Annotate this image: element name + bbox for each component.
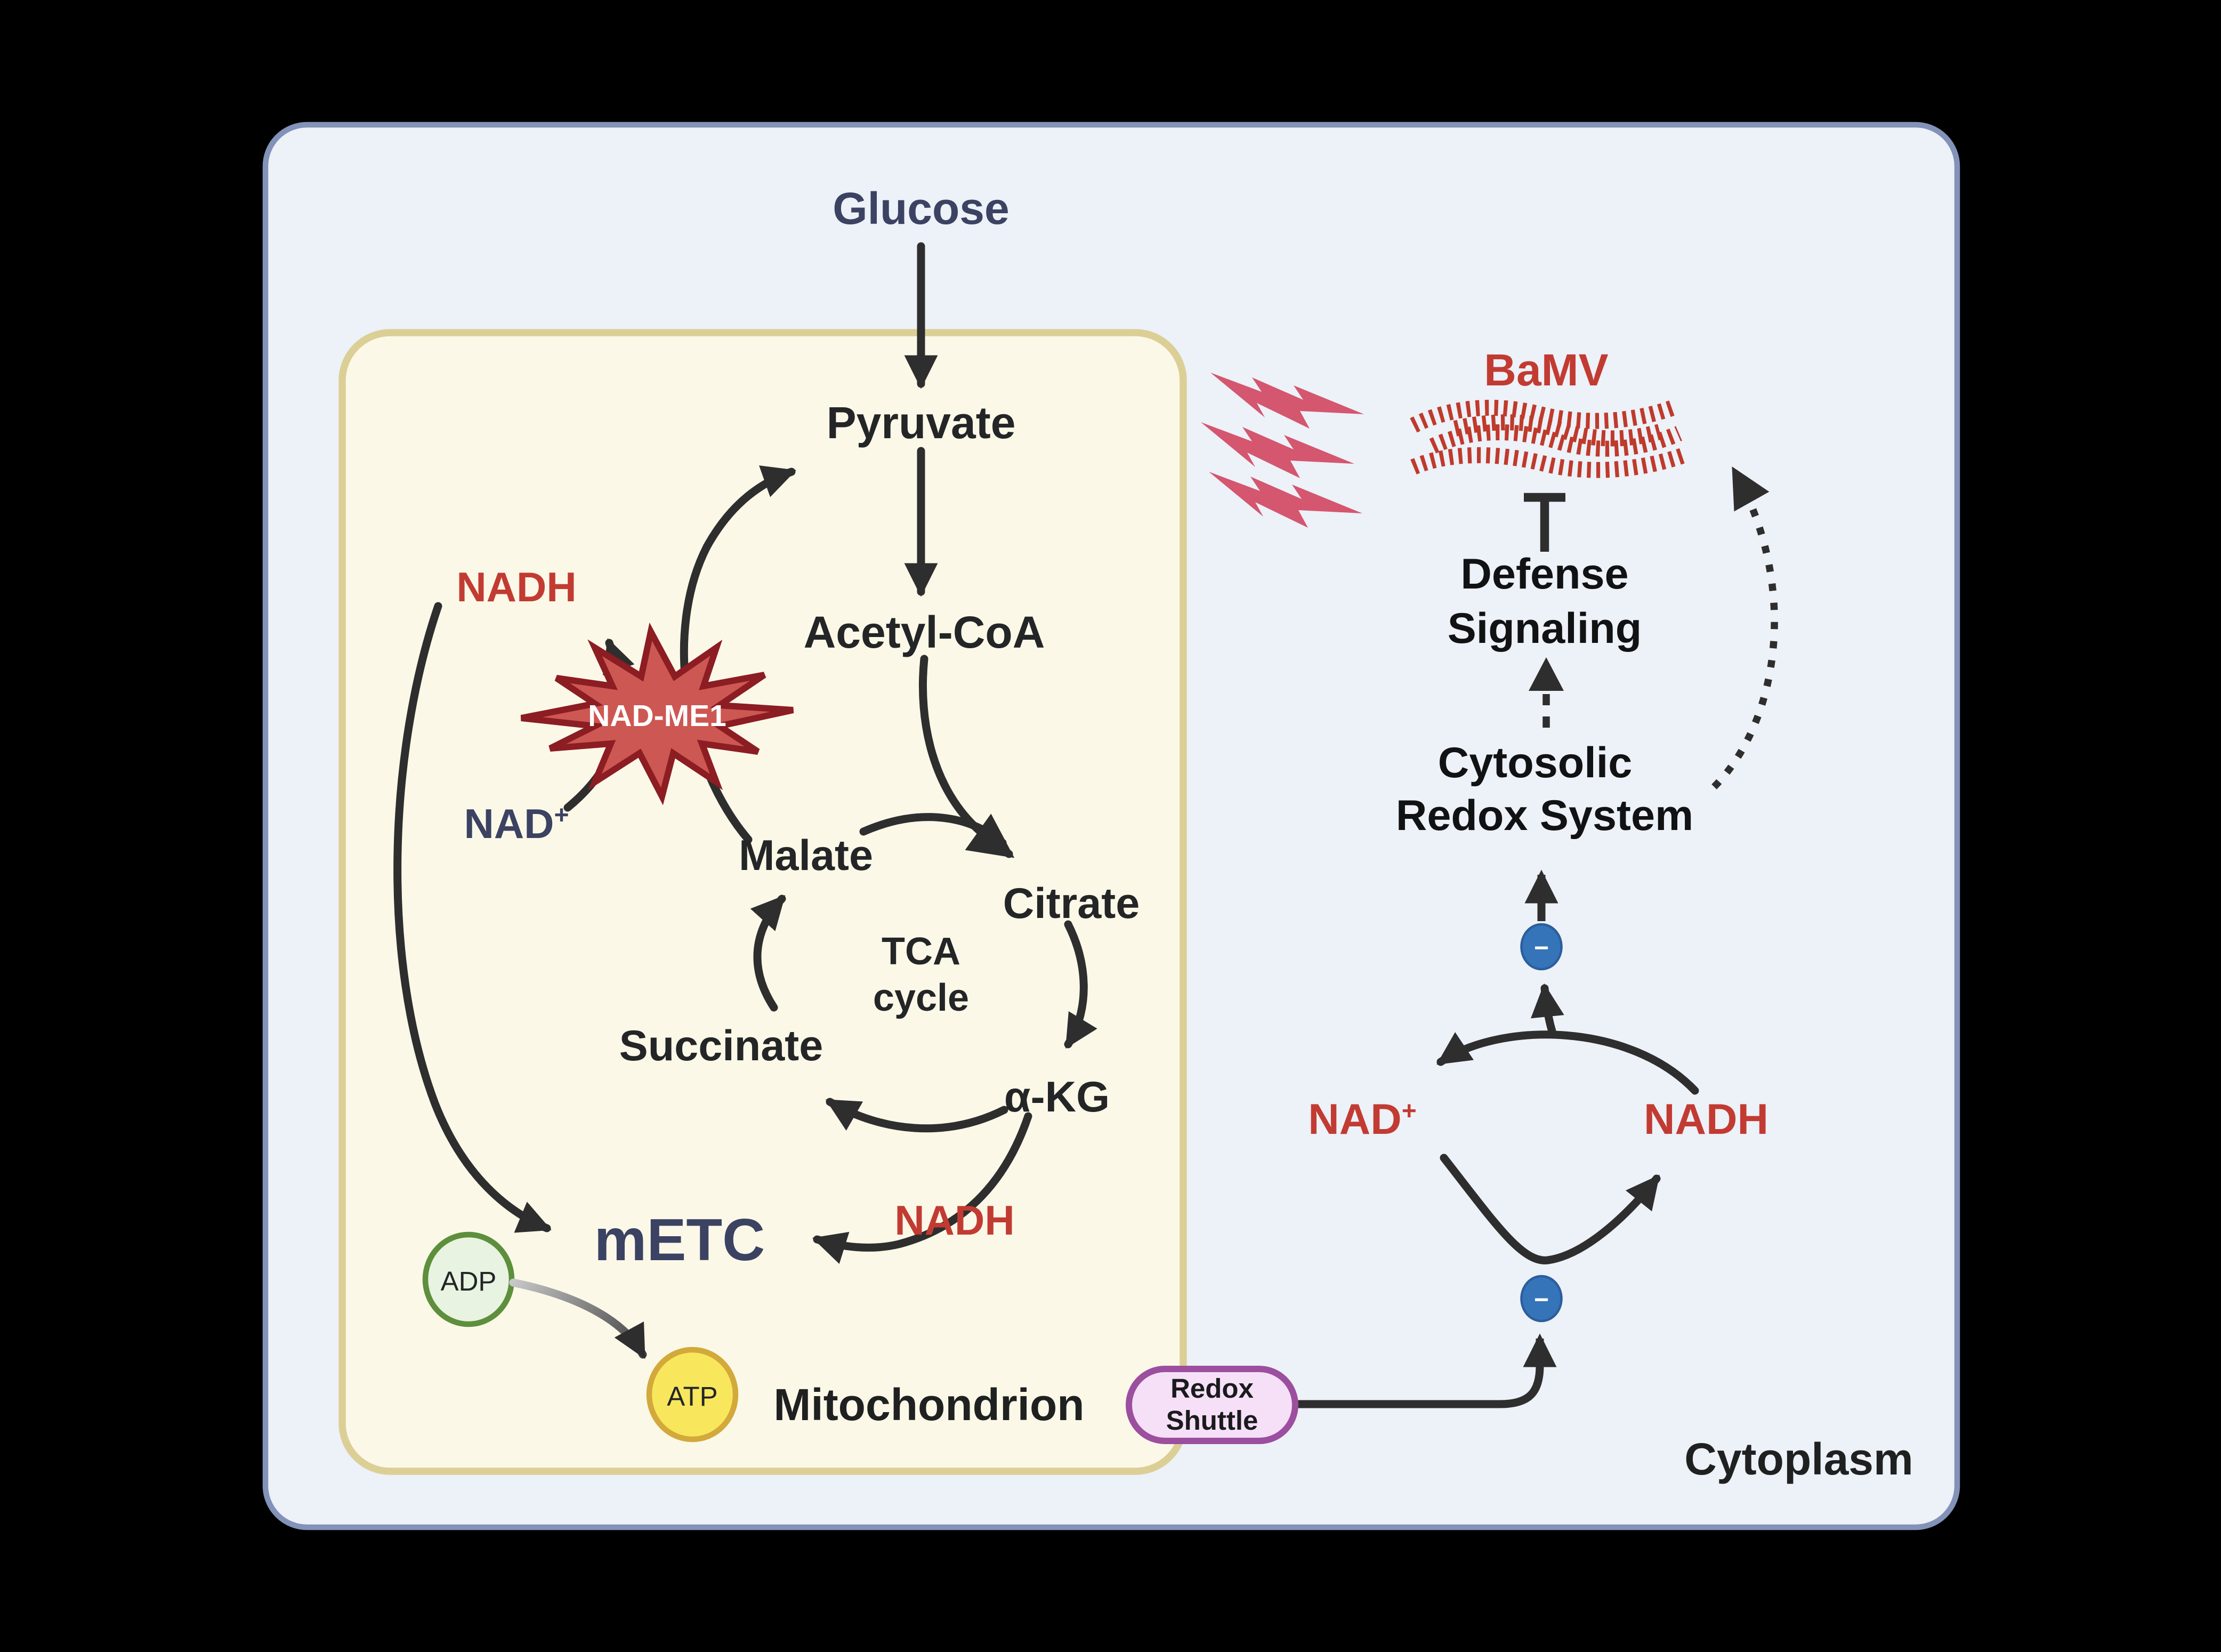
bamv-label: BaMV	[1484, 345, 1608, 395]
arrow-adp-to-atp	[509, 1278, 647, 1359]
arrow-citrate-to-akg	[1064, 920, 1097, 1049]
nad-plus-cytosol-sup: +	[1402, 1097, 1417, 1125]
electron-icon	[1520, 923, 1563, 971]
nadh-mito-label: NADH	[456, 563, 576, 610]
electron-symbol-1: −	[1534, 934, 1549, 962]
virus-strand	[1429, 424, 1682, 457]
cytoplasm-label: Cytoplasm	[1684, 1434, 1913, 1484]
nadh-cytosol-label: NADH	[1644, 1095, 1768, 1143]
cytosolic-redox-line1: Cytosolic	[1438, 739, 1633, 787]
arrow-akg-to-succinate	[825, 1098, 1008, 1133]
dashed-arrowhead	[1529, 657, 1564, 691]
virus-strand	[1410, 447, 1685, 478]
cytosolic-redox-line2: Redox System	[1396, 792, 1693, 840]
acetyl-coa-label: Acetyl-CoA	[804, 607, 1045, 657]
electron-icon	[1520, 1275, 1563, 1323]
arrow-shuttle-to-electron	[1295, 1333, 1557, 1408]
inhibition-tbar-icon	[1524, 493, 1565, 552]
nad-plus-mito-base: NAD	[464, 800, 554, 847]
redox-shuttle-box	[1126, 1366, 1298, 1444]
tca-title-line2: cycle	[873, 977, 969, 1019]
virus-strand	[1453, 414, 1662, 447]
arrow-succinate-to-malate	[750, 895, 786, 1012]
dotted-arc-redox-to-bamv	[1711, 466, 1778, 789]
virus-strand	[1410, 399, 1676, 433]
alpha-kg-label: α-KG	[1004, 1073, 1110, 1121]
glucose-label: Glucose	[833, 183, 1009, 233]
defense-signaling-line2: Signaling	[1448, 605, 1642, 652]
adp-label: ADP	[441, 1266, 497, 1296]
cytosolic-nad-cycle	[1436, 983, 1699, 1264]
redox-shuttle-line2: Shuttle	[1166, 1405, 1258, 1436]
citrate-label: Citrate	[1003, 880, 1140, 928]
defense-signaling-line1: Defense	[1460, 550, 1628, 598]
nad-plus-mito-label: NAD+	[464, 800, 569, 847]
nad-plus-mito-sup: +	[554, 801, 569, 829]
atp-circle	[646, 1347, 739, 1443]
arrow-cycle-to-electron	[1530, 983, 1564, 1037]
nad-plus-cytosol-base: NAD	[1308, 1095, 1402, 1143]
arrow-nadh-to-nad	[1436, 1030, 1699, 1095]
enzyme-starburst	[520, 622, 794, 805]
enzyme-label: NAD-ME1	[588, 699, 726, 733]
pyruvate-label: Pyruvate	[827, 398, 1016, 448]
mitochondrion-label: Mitochondrion	[773, 1380, 1084, 1430]
nad-plus-cytosol-label: NAD+	[1308, 1095, 1417, 1143]
arrow-nad-to-nadh	[1440, 1154, 1661, 1264]
bamv-virus-icon	[1410, 399, 1685, 478]
tca-title-line1: TCA	[882, 930, 960, 973]
malate-label: Malate	[739, 832, 873, 880]
atp-label: ATP	[667, 1381, 717, 1412]
metc-label: mETC	[594, 1207, 765, 1273]
arrow-tca-nadh-to-metc	[812, 1112, 1032, 1264]
arrow-nadh-to-metc-long	[393, 602, 552, 1233]
arrow-acetylcoa-to-citrate	[918, 655, 1015, 858]
electron-symbol-2: −	[1534, 1286, 1549, 1314]
succinate-label: Succinate	[619, 1022, 823, 1070]
arrow-malate-to-citrate	[859, 813, 1007, 847]
redox-shuttle-line1: Redox	[1170, 1373, 1254, 1404]
nadh-tca-label: NADH	[894, 1197, 1014, 1244]
